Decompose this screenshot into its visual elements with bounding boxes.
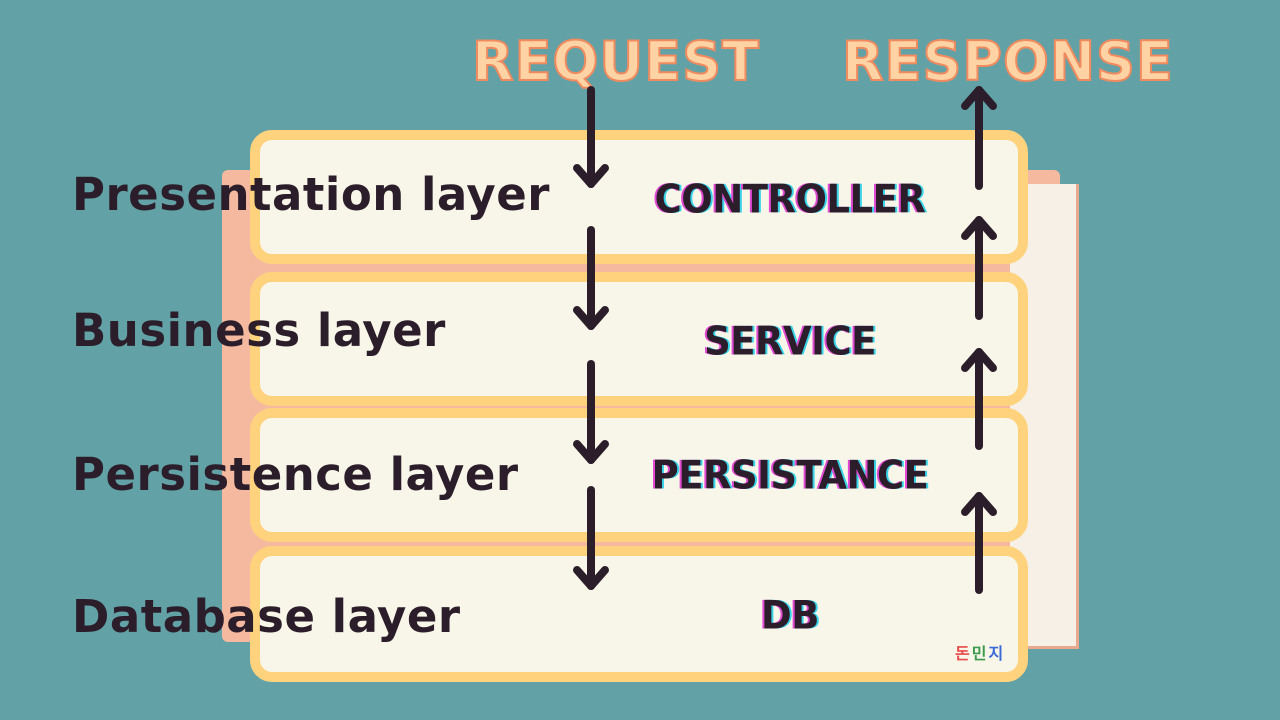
response-arrow-4 xyxy=(961,86,997,190)
layer-label-database: Database layer xyxy=(72,590,461,643)
layer-box-persistence xyxy=(250,408,1028,542)
component-service: SERVICE xyxy=(704,318,876,365)
layer-box-database xyxy=(250,546,1028,682)
layer-box-presentation xyxy=(250,130,1028,264)
layer-label-presentation: Presentation layer xyxy=(72,168,550,221)
layer-box-business xyxy=(250,272,1028,406)
layer-label-persistence: Persistence layer xyxy=(72,448,519,501)
component-persistance: PERSISTANCE xyxy=(651,452,929,499)
response-arrow-1 xyxy=(961,492,997,594)
response-title: RESPONSE xyxy=(841,29,1174,94)
layer-label-business: Business layer xyxy=(72,304,446,357)
component-db: DB xyxy=(761,592,819,639)
response-arrow-3 xyxy=(961,216,997,320)
component-controller: CONTROLLER xyxy=(654,176,926,223)
response-arrow-2 xyxy=(961,348,997,450)
request-arrow-3 xyxy=(573,360,609,464)
watermark-char-2: 민 xyxy=(971,644,989,663)
request-arrow-2 xyxy=(573,226,609,330)
watermark-char-1: 돈 xyxy=(955,644,972,663)
watermark-char-3: 지 xyxy=(988,644,1006,663)
request-arrow-4 xyxy=(573,486,609,590)
request-arrow-1 xyxy=(573,86,609,188)
watermark: 돈민지 xyxy=(955,640,1005,664)
request-title: REQUEST xyxy=(471,29,760,94)
